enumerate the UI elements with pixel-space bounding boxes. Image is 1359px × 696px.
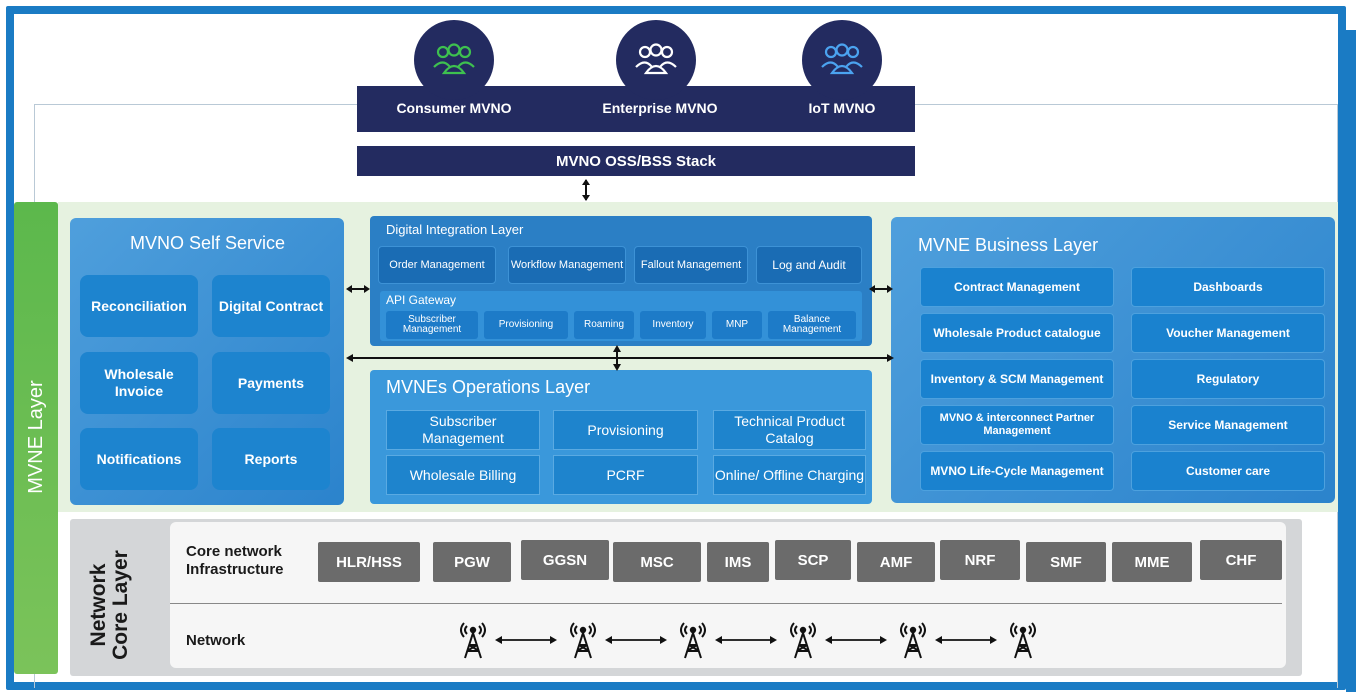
self-service-item: Reconciliation	[80, 275, 198, 337]
mvne-layer-label: MVNE Layer	[25, 380, 47, 494]
persona-label: Consumer MVNO	[396, 100, 512, 116]
bidirectional-arrow-icon	[869, 285, 893, 293]
bidirectional-arrow-icon	[715, 636, 777, 644]
core-node: GGSN	[521, 540, 609, 580]
core-node: NRF	[940, 540, 1020, 580]
cell-tower-icon	[790, 622, 816, 659]
api-item: Roaming	[574, 311, 634, 339]
self-service-item: Wholesale Invoice	[80, 352, 198, 414]
vertical-arrow-icon	[582, 179, 590, 201]
digital-integration-title: Digital Integration Layer	[386, 222, 524, 237]
core-node: IMS	[707, 542, 769, 582]
operations-item: Subscriber Management	[386, 410, 540, 450]
core-node: MME	[1112, 542, 1192, 582]
enterprise-mvno-icon	[616, 20, 696, 100]
core-node: PGW	[433, 542, 511, 582]
core-layer-label: Network Core Layer	[87, 550, 132, 660]
operations-item: Technical Product Catalog	[713, 410, 866, 450]
people-group-icon	[821, 43, 863, 75]
core-infra-label: Core network Infrastructure	[186, 543, 284, 578]
operations-item: PCRF	[553, 455, 698, 495]
cell-tower-icon	[900, 622, 926, 659]
persona-label: IoT MVNO	[808, 100, 876, 116]
core-node: SMF	[1026, 542, 1106, 582]
core-node: MSC	[613, 542, 701, 582]
business-item: Voucher Management	[1131, 313, 1325, 353]
people-group-icon	[433, 43, 475, 75]
mvne-layer-band: MVNE Layer	[14, 202, 58, 674]
frame-accent	[1346, 30, 1356, 692]
integration-item: Order Management	[378, 246, 496, 284]
api-item: Inventory	[640, 311, 706, 339]
business-item: Inventory & SCM Management	[920, 359, 1114, 399]
self-service-title: MVNO Self Service	[130, 233, 286, 253]
core-divider	[170, 603, 1282, 604]
business-title: MVNE Business Layer	[918, 235, 1099, 255]
oss-bss-stack: MVNO OSS/BSS Stack	[357, 146, 915, 176]
api-gateway-title: API Gateway	[386, 293, 457, 307]
bidirectional-arrow-icon	[495, 636, 557, 644]
business-item: Dashboards	[1131, 267, 1325, 307]
business-item: Customer care	[1131, 451, 1325, 491]
self-service-item: Reports	[212, 428, 330, 490]
business-item: Regulatory	[1131, 359, 1325, 399]
api-item: MNP	[712, 311, 762, 339]
bidirectional-arrow-icon	[346, 285, 370, 293]
api-item: Provisioning	[484, 311, 568, 339]
business-item: MVNO Life-Cycle Management	[920, 451, 1114, 491]
cell-tower-icon	[570, 622, 596, 659]
bidirectional-arrow-icon	[825, 636, 887, 644]
cell-tower-icon	[680, 622, 706, 659]
consumer-mvno-icon	[414, 20, 494, 100]
core-node: HLR/HSS	[318, 542, 420, 582]
core-node: AMF	[857, 542, 935, 582]
bidirectional-arrow-icon	[935, 636, 997, 644]
operations-item: Online/ Offline Charging	[713, 455, 866, 495]
integration-item: Fallout Management	[634, 246, 748, 284]
api-item: Balance Management	[768, 311, 856, 339]
self-service-item: Notifications	[80, 428, 198, 490]
operations-title: MVNEs Operations Layer	[386, 377, 591, 397]
vertical-arrow-icon	[613, 345, 621, 371]
self-service-item: Digital Contract	[212, 275, 330, 337]
integration-item: Workflow Management	[508, 246, 626, 284]
core-node: SCP	[775, 540, 851, 580]
horizontal-bus-arrow-icon	[346, 354, 894, 362]
integration-item: Log and Audit	[756, 246, 862, 284]
bidirectional-arrow-icon	[605, 636, 667, 644]
operations-item: Provisioning	[553, 410, 698, 450]
people-group-icon	[635, 43, 677, 75]
core-node: CHF	[1200, 540, 1282, 580]
business-item: MVNO & interconnect Partner Management	[920, 405, 1114, 445]
cell-tower-icon	[460, 622, 486, 659]
iot-mvno-icon	[802, 20, 882, 100]
self-service-item: Payments	[212, 352, 330, 414]
operations-item: Wholesale Billing	[386, 455, 540, 495]
business-item: Service Management	[1131, 405, 1325, 445]
api-item: Subscriber Management	[386, 311, 478, 339]
cell-tower-icon	[1010, 622, 1036, 659]
persona-label: Enterprise MVNO	[602, 100, 718, 116]
network-label: Network	[186, 632, 246, 649]
business-item: Wholesale Product catalogue	[920, 313, 1114, 353]
business-item: Contract Management	[920, 267, 1114, 307]
